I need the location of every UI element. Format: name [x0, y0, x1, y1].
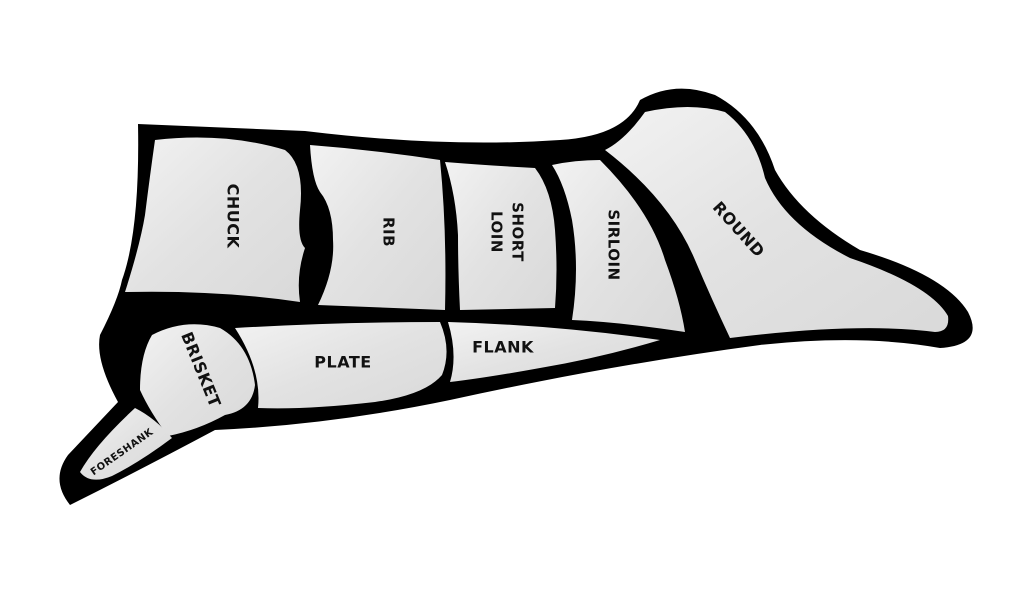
cut-brisket[interactable] — [140, 324, 255, 436]
label-short-loin-line1: SHORT — [509, 202, 527, 262]
cut-foreshank[interactable] — [80, 408, 172, 480]
cut-short-loin[interactable] — [445, 162, 557, 310]
label-plate: PLATE — [314, 353, 371, 372]
cut-rib[interactable] — [310, 145, 446, 310]
label-flank: FLANK — [472, 338, 534, 357]
cut-sirloin[interactable] — [552, 160, 685, 332]
label-rib: RIB — [380, 217, 398, 247]
cut-chuck[interactable] — [125, 137, 305, 302]
cut-flank[interactable] — [448, 322, 660, 382]
label-short-loin: SHORT LOIN — [488, 202, 527, 262]
label-sirloin: SIRLOIN — [605, 209, 623, 280]
cut-plate[interactable] — [235, 322, 447, 409]
label-chuck: CHUCK — [224, 184, 243, 249]
cut-round[interactable] — [605, 107, 949, 338]
label-short-loin-line2: LOIN — [488, 211, 506, 253]
